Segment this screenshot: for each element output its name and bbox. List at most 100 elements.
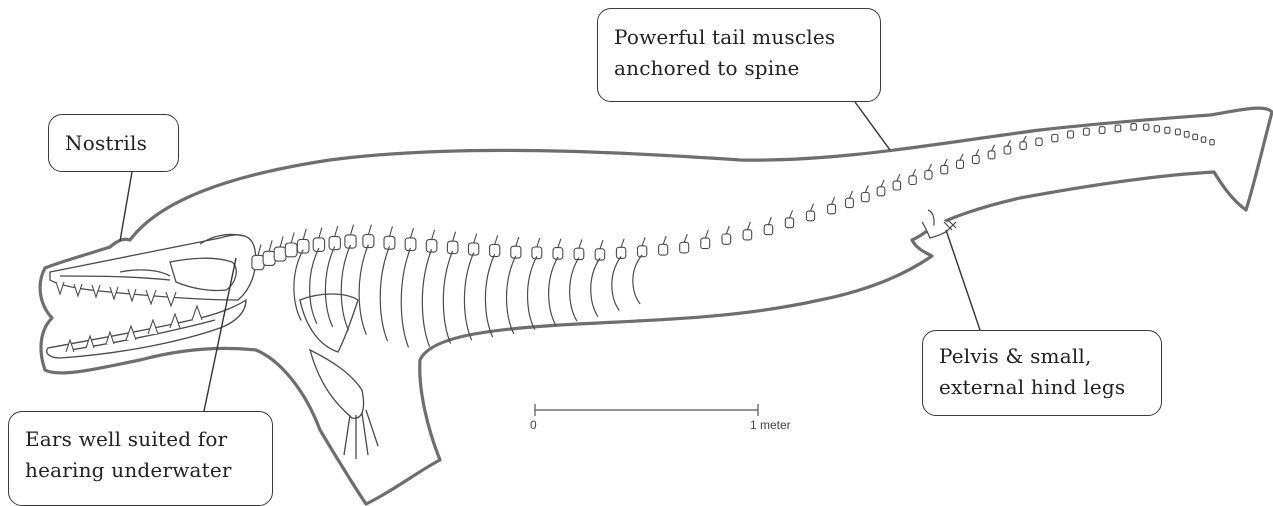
- scale-bar-end-label: 1 meter: [750, 418, 791, 432]
- vertebra: [1068, 131, 1074, 138]
- tail-muscles-callout: Powerful tail muscles anchored to spine: [597, 8, 881, 102]
- vertebra: [1154, 126, 1159, 132]
- vertebra-spine: [280, 236, 283, 247]
- vertebra: [1004, 146, 1011, 154]
- vertebra: [972, 156, 979, 164]
- teeth: [56, 282, 202, 352]
- vertebra-spine: [992, 145, 995, 151]
- ears-callout: Ears well suited for hearing underwater: [8, 411, 273, 506]
- vertebra: [1201, 137, 1206, 142]
- vertebra-spine: [1007, 140, 1010, 146]
- vertebra: [806, 211, 814, 221]
- vertebra: [1083, 128, 1089, 135]
- vertebra-spine: [269, 240, 272, 251]
- vertebra-spine: [726, 226, 729, 234]
- vertebra-spine: [976, 149, 979, 155]
- vertebra: [1052, 135, 1058, 142]
- rib: [528, 256, 537, 329]
- vertebra-spine: [850, 191, 853, 198]
- vertebra: [893, 181, 901, 190]
- vertebra: [743, 230, 752, 240]
- vertebra: [1099, 127, 1105, 134]
- vertebra-spine: [944, 159, 947, 166]
- tail-leader: [855, 102, 890, 150]
- vertebra-spine: [319, 228, 322, 238]
- rib: [401, 248, 410, 348]
- vertebra: [785, 218, 793, 228]
- vertebra-spine: [897, 174, 900, 181]
- pelvis-callout-line-1: Pelvis & small,: [939, 341, 1145, 372]
- vertebra: [957, 160, 964, 168]
- rib: [570, 258, 579, 322]
- vertebra: [722, 234, 731, 244]
- tail-callout-line-1: Powerful tail muscles: [614, 22, 864, 53]
- vertebra-spine: [832, 197, 835, 204]
- vertebra-spine: [1023, 136, 1026, 142]
- vertebra: [1165, 127, 1170, 133]
- pelvis-and-hind-legs: [922, 210, 956, 238]
- vertebra: [252, 255, 264, 269]
- tail-callout-line-2: anchored to spine: [614, 53, 864, 84]
- ears-leader: [204, 258, 236, 411]
- nostrils-callout: Nostrils: [48, 114, 179, 172]
- vertebra-spine: [579, 239, 582, 248]
- vertebra-spine: [537, 238, 540, 247]
- vertebra: [659, 244, 668, 255]
- scale-bar: [535, 404, 758, 416]
- vertebra-spine: [453, 232, 456, 242]
- nostrils-callout-line: Nostrils: [65, 121, 162, 165]
- vertebra: [828, 204, 836, 214]
- vertebra: [1193, 134, 1198, 140]
- rib: [633, 255, 642, 304]
- vertebra-spine: [411, 228, 414, 238]
- vertebra: [1036, 138, 1042, 145]
- pelvis-leader: [946, 230, 980, 330]
- vertebra-spine: [642, 237, 645, 245]
- ears-callout-line-1: Ears well suited for: [25, 424, 256, 455]
- vertebra-spine: [790, 210, 793, 218]
- scapula-and-flipper: [300, 294, 378, 459]
- vertebra-spine: [747, 222, 750, 230]
- vertebra: [1144, 124, 1149, 130]
- rib: [380, 246, 389, 341]
- nostrils-leader: [120, 172, 132, 241]
- vertebra: [925, 171, 932, 180]
- rib: [294, 250, 303, 321]
- vertebra: [861, 193, 869, 202]
- vertebra-spine: [516, 237, 519, 246]
- vertebra-spine: [303, 229, 306, 240]
- vertebra-spine: [351, 225, 354, 235]
- vertebra-spine: [663, 236, 666, 244]
- pelvis-callout-line-2: external hind legs: [939, 372, 1145, 403]
- rib: [549, 257, 558, 326]
- vertebra-spine: [705, 230, 708, 238]
- pelvis-callout: Pelvis & small, external hind legs: [922, 330, 1162, 416]
- scale-bar-start-label: 0: [530, 418, 537, 432]
- vertebra-spine: [335, 226, 338, 236]
- vertebra-spine: [928, 164, 931, 171]
- vertebra: [988, 151, 995, 159]
- vertebra-spine: [600, 240, 603, 249]
- vertebra-spine: [768, 217, 771, 225]
- vertebra-spine: [495, 235, 498, 244]
- vertebra-spine: [558, 239, 561, 248]
- vertebra: [263, 251, 275, 265]
- rib: [422, 249, 431, 346]
- rib: [507, 256, 516, 334]
- vertebra: [274, 247, 286, 261]
- vertebra: [1184, 132, 1189, 138]
- vertebra: [1175, 129, 1180, 135]
- vertebra: [285, 243, 297, 257]
- vertebral-column: [252, 124, 1214, 270]
- vertebra-spine: [390, 226, 393, 236]
- vertebra-spine: [258, 244, 261, 255]
- vertebra-spine: [811, 204, 814, 211]
- vertebra: [680, 242, 689, 253]
- rib: [443, 251, 452, 344]
- rib: [464, 253, 473, 341]
- vertebra: [909, 176, 916, 185]
- vertebra-spine: [960, 154, 963, 160]
- vertebra: [941, 165, 948, 173]
- vertebra: [297, 239, 309, 253]
- vertebra: [1115, 125, 1121, 132]
